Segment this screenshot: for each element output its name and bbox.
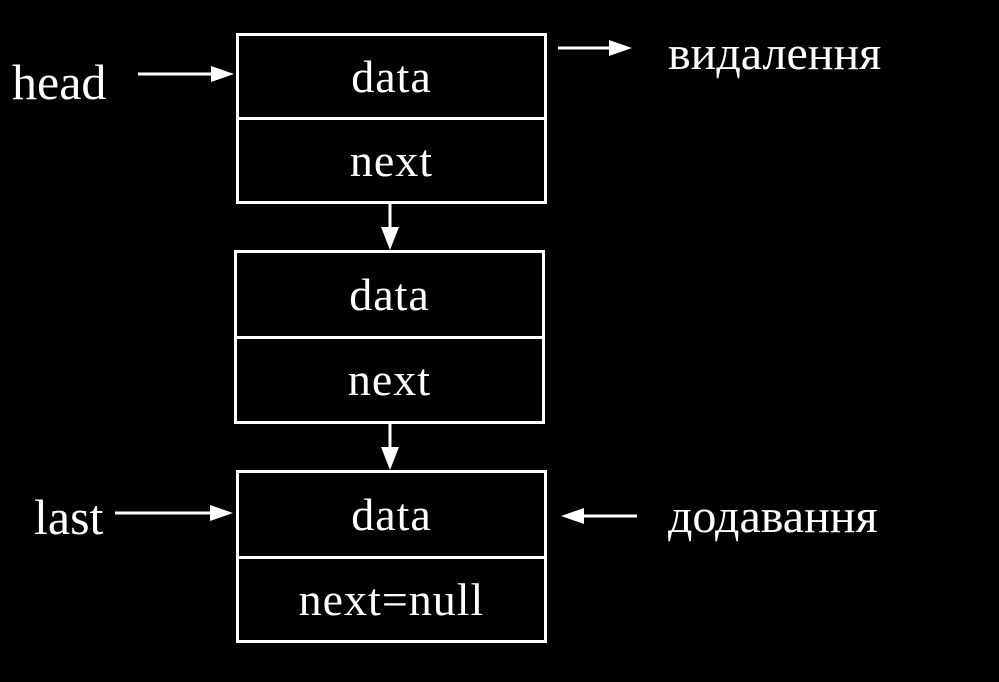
deletion-arrow [558,40,632,56]
addition-annotation-label: додавання [668,490,878,543]
node-2-next-field: next [347,354,432,405]
link-arrow-node2-node3 [381,423,399,470]
list-node-2: data next [234,250,545,424]
head-pointer-label: head [12,54,107,110]
node-2-data-field: data [237,253,542,339]
addition-arrow [561,508,637,524]
last-pointer-label: last [34,489,104,545]
node-3-data-field: data [239,473,544,559]
node-1-data-field: data [239,36,544,120]
link-arrow-node1-node2 [381,203,399,250]
node-3-next-field: next=null [298,573,485,625]
node-1-next-field: next [349,134,434,186]
list-node-3: data next=null [236,470,547,643]
last-arrow [115,505,233,521]
deletion-annotation-label: видалення [668,27,882,80]
list-node-1: data next [236,33,547,204]
head-arrow [138,66,234,82]
